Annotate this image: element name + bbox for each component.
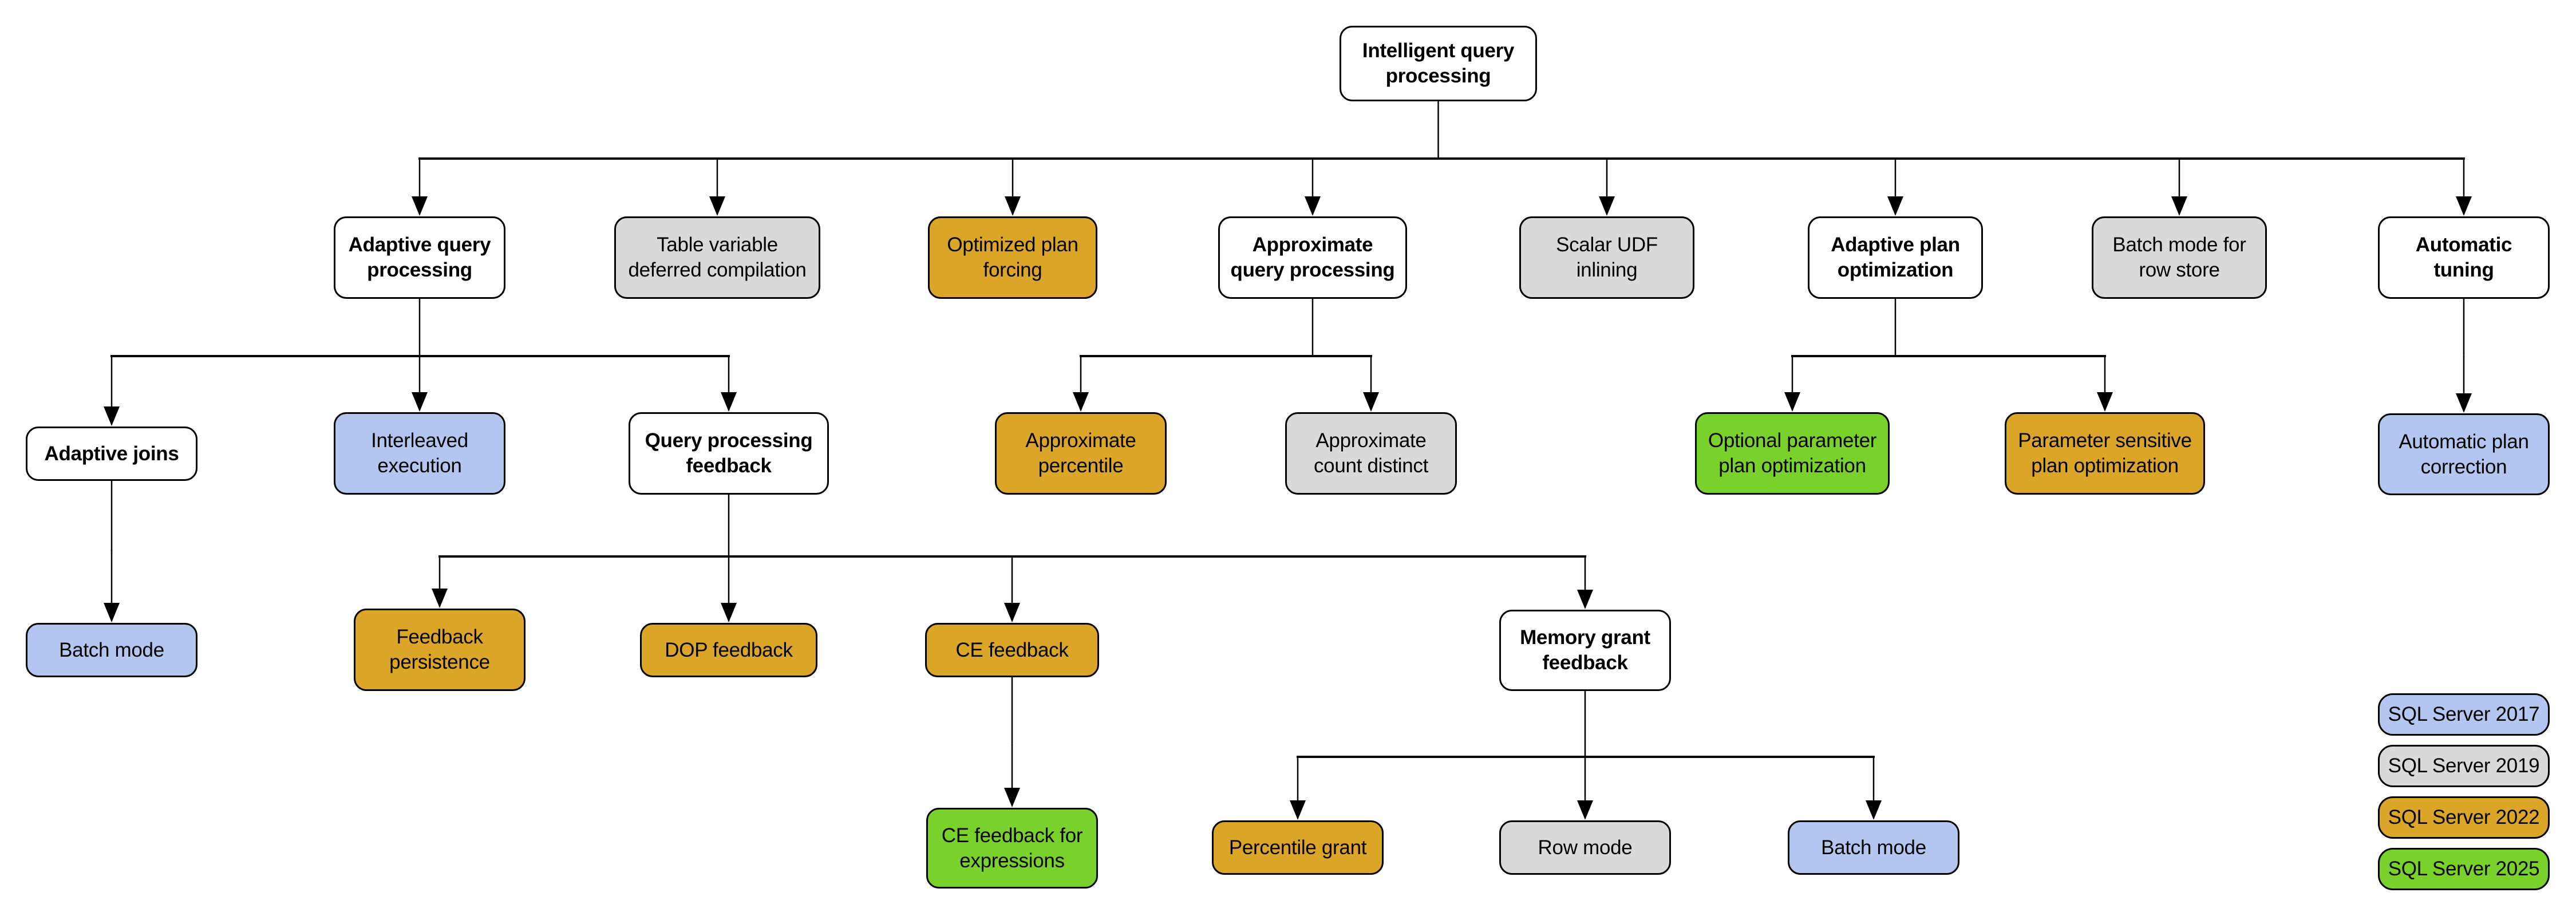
arrowhead-icon	[1577, 590, 1593, 609]
arrowhead-icon	[1073, 392, 1089, 412]
node-label: Automatic tuning	[2415, 234, 2512, 281]
arrowhead-icon	[104, 603, 120, 622]
node-optimized-plan-forcing: Optimized plan forcing	[928, 216, 1097, 299]
node-adaptive-joins: Adaptive joins	[26, 427, 197, 481]
arrowhead-icon	[412, 196, 428, 216]
node-label: Table variable deferred compilation	[628, 234, 807, 281]
node-label: Parameter sensitive plan optimization	[2018, 429, 2192, 477]
legend-label: SQL Server 2017	[2388, 703, 2540, 725]
node-automatic-plan-correction: Automatic plan correction	[2378, 413, 2550, 495]
node-label: Approximate query processing	[1230, 234, 1395, 281]
arrowhead-icon	[1866, 800, 1882, 820]
node-optional-parameter-plan-optimization: Optional parameter plan optimization	[1695, 412, 1890, 495]
node-label: Approximate percentile	[1025, 429, 1136, 477]
legend-label: SQL Server 2022	[2388, 806, 2540, 828]
node-label: Automatic plan correction	[2399, 430, 2529, 478]
node-approximate-query-processing: Approximate query processing	[1218, 216, 1407, 299]
arrowhead-icon	[432, 589, 448, 608]
arrowhead-icon	[1005, 196, 1021, 216]
node-label: Scalar UDF inlining	[1556, 234, 1658, 281]
node-adaptive-query-processing: Adaptive query processing	[334, 216, 505, 299]
legend-item-sql-server-2022: SQL Server 2022	[2378, 796, 2550, 839]
node-label: Optimized plan forcing	[947, 234, 1078, 281]
legend-label: SQL Server 2019	[2388, 755, 2540, 777]
node-approximate-percentile: Approximate percentile	[995, 412, 1167, 495]
node-scalar-udf-inlining: Scalar UDF inlining	[1519, 216, 1694, 299]
node-label: Batch mode	[59, 638, 164, 661]
arrowhead-icon	[1363, 392, 1379, 412]
node-automatic-tuning: Automatic tuning	[2378, 216, 2550, 299]
node-label: Memory grant feedback	[1520, 626, 1650, 674]
node-ce-feedback: CE feedback	[925, 623, 1099, 677]
node-dop-feedback: DOP feedback	[640, 623, 817, 677]
node-label: Adaptive query processing	[348, 234, 491, 281]
node-label: Percentile grant	[1228, 836, 1367, 859]
node-label: DOP feedback	[665, 638, 793, 661]
node-label: Query processing feedback	[645, 429, 813, 477]
legend-item-sql-server-2019: SQL Server 2019	[2378, 745, 2550, 787]
node-label: Row mode	[1538, 836, 1633, 859]
arrowhead-icon	[1290, 800, 1306, 820]
legend-item-sql-server-2017: SQL Server 2017	[2378, 693, 2550, 736]
node-label: Adaptive plan optimization	[1831, 234, 1960, 281]
node-percentile-grant: Percentile grant	[1212, 820, 1384, 875]
node-table-variable-deferred-compilation: Table variable deferred compilation	[614, 216, 820, 299]
node-feedback-persistence: Feedback persistence	[354, 609, 526, 691]
arrowhead-icon	[709, 196, 725, 216]
node-memory-grant-feedback: Memory grant feedback	[1499, 610, 1671, 691]
node-label: Optional parameter plan optimization	[1708, 429, 1877, 477]
node-label: Batch mode for row store	[2112, 234, 2246, 281]
arrowhead-icon	[1887, 196, 1903, 216]
node-row-mode: Row mode	[1499, 820, 1671, 875]
node-batch-mode-memory-grant: Batch mode	[1788, 820, 1959, 875]
node-interleaved-execution: Interleaved execution	[334, 412, 505, 495]
node-approximate-count-distinct: Approximate count distinct	[1285, 412, 1457, 495]
node-parameter-sensitive-plan-optimization: Parameter sensitive plan optimization	[2005, 412, 2205, 495]
node-adaptive-plan-optimization: Adaptive plan optimization	[1808, 216, 1983, 299]
arrowhead-icon	[1305, 196, 1321, 216]
node-label: Intelligent query processing	[1362, 40, 1515, 87]
arrowhead-icon	[1004, 788, 1020, 807]
arrowhead-icon	[104, 406, 120, 426]
node-label: Feedback persistence	[389, 626, 490, 673]
node-label: Approximate count distinct	[1313, 429, 1429, 477]
arrowhead-icon	[721, 603, 737, 622]
node-label: Batch mode	[1821, 836, 1926, 859]
node-label: Adaptive joins	[44, 442, 179, 465]
arrowhead-icon	[2097, 392, 2113, 412]
arrowhead-icon	[1577, 800, 1593, 820]
arrowhead-icon	[1004, 603, 1020, 622]
arrowhead-icon	[1599, 196, 1615, 216]
arrowhead-icon	[2171, 196, 2187, 216]
node-ce-feedback-for-expressions: CE feedback for expressions	[926, 808, 1098, 889]
legend-label: SQL Server 2025	[2388, 858, 2540, 880]
node-label: CE feedback	[955, 638, 1069, 661]
legend-item-sql-server-2025: SQL Server 2025	[2378, 848, 2550, 890]
arrowhead-icon	[1784, 392, 1800, 412]
arrowhead-icon	[412, 392, 428, 412]
node-intelligent-query-processing: Intelligent query processing	[1340, 26, 1537, 101]
arrowhead-icon	[2456, 393, 2472, 413]
node-query-processing-feedback: Query processing feedback	[629, 412, 829, 495]
node-batch-mode-adaptive-joins: Batch mode	[26, 623, 197, 677]
node-label: CE feedback for expressions	[941, 824, 1083, 872]
node-batch-mode-for-row-store: Batch mode for row store	[2092, 216, 2267, 299]
node-label: Interleaved execution	[371, 429, 468, 477]
arrowhead-icon	[721, 392, 737, 412]
arrowhead-icon	[2456, 196, 2472, 216]
